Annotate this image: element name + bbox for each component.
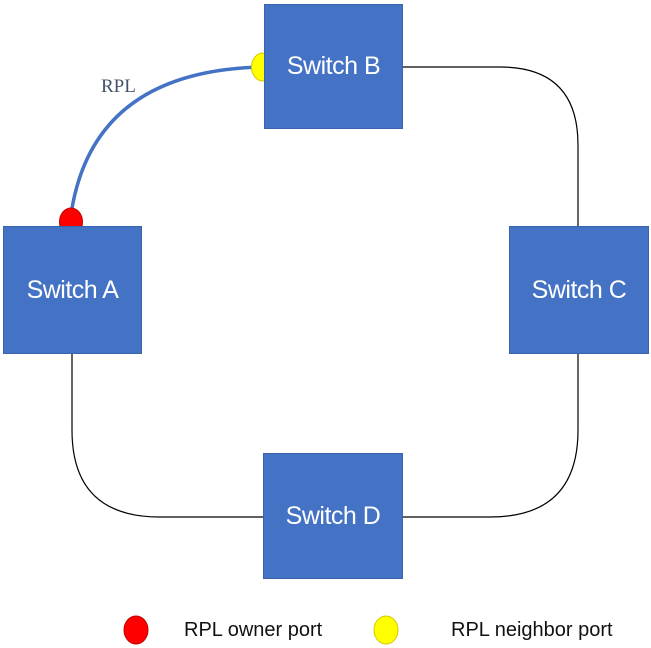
switch-c-label: Switch C	[531, 275, 627, 304]
legend-owner-label: RPL owner port	[184, 619, 323, 641]
switch-c: Switch C	[509, 226, 649, 354]
switch-b: Switch B	[264, 4, 403, 129]
switch-d-label: Switch D	[285, 501, 381, 530]
legend-neighbor-label: RPL neighbor port	[451, 619, 613, 641]
switch-a: Switch A	[3, 226, 142, 354]
rpl-link	[68, 65, 265, 223]
legend-owner-marker	[123, 615, 149, 645]
rpl-link-label: RPL	[101, 76, 136, 97]
switch-b-label: Switch B	[286, 52, 381, 80]
link-c-d	[403, 354, 579, 518]
switch-a-label: Switch A	[26, 275, 119, 304]
legend-neighbor-marker	[373, 615, 399, 645]
link-d-a	[71, 354, 263, 518]
link-b-c	[403, 66, 579, 226]
switch-d: Switch D	[263, 453, 403, 579]
